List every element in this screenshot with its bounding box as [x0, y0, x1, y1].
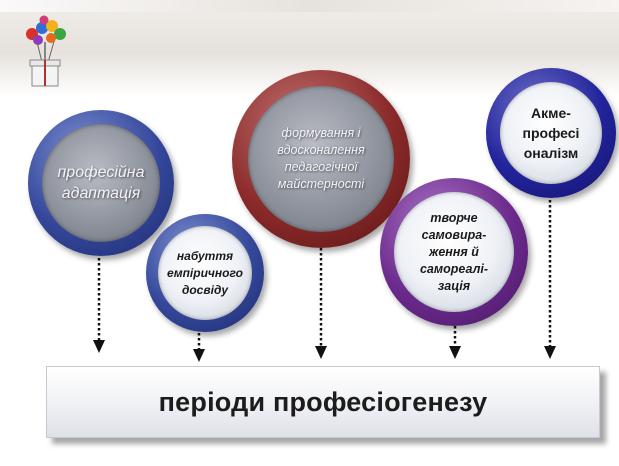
adaptation-circle: професійна адаптація: [28, 110, 174, 256]
self-realization-label: творче самовира- ження й самореалі- заці…: [419, 210, 489, 293]
professiogenesis-periods-label: періоди професіогенезу: [158, 386, 488, 417]
empirical-experience-circle: набуття емпіричного досвіду: [146, 214, 264, 332]
acmeprofessionalism-circle: Акме- професі оналізм: [486, 68, 616, 198]
empirical-experience-label: набуття емпіричного досвіду: [167, 248, 243, 297]
empirical-experience-circle-core: набуття емпіричного досвіду: [158, 226, 252, 320]
adaptation-label: професійна адаптація: [57, 164, 145, 202]
mastery-circle-core: формування і вдосконалення педагогічної …: [248, 86, 394, 232]
header-band: [0, 0, 619, 12]
acmeprofessionalism-circle-core: Акме- професі оналізм: [500, 82, 602, 184]
arrow-acmeprofessionalism-icon: [544, 200, 556, 359]
mastery-label: формування і вдосконалення педагогічної …: [277, 126, 365, 191]
arrow-mastery-icon: [315, 248, 327, 359]
arrow-self-realization-icon: [449, 326, 461, 359]
mastery-circle: формування і вдосконалення педагогічної …: [232, 70, 410, 248]
self-realization-circle: творче самовира- ження й самореалі- заці…: [380, 178, 528, 326]
balloons-logo-icon: [26, 15, 66, 87]
arrow-adaptation-icon: [93, 258, 105, 353]
arrow-empirical-icon: [193, 333, 205, 362]
acmeprofessionalism-label: Акме- професі оналізм: [522, 105, 580, 161]
professiogenesis-periods-bar: періоди професіогенезу: [46, 366, 600, 438]
adaptation-circle-core: професійна адаптація: [42, 124, 160, 242]
self-realization-circle-core: творче самовира- ження й самореалі- заці…: [394, 192, 514, 312]
